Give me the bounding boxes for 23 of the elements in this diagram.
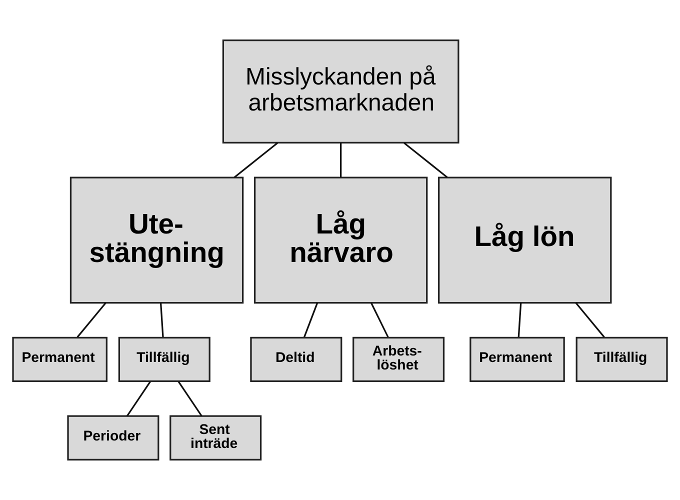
connector [404,142,448,178]
node-box: Permanent [470,336,565,382]
node-box: Permanent [12,336,108,382]
connector [76,302,106,338]
node-box: Ute- stängning [70,176,244,304]
node-box: Misslyckanden på arbetsmarknaden [222,40,460,144]
connector [160,302,164,338]
node-box: Låg närvaro [254,176,428,304]
connector [340,143,342,178]
connector [575,302,605,338]
connector [370,302,389,338]
connector [518,302,522,338]
node-box: Arbets- löshet [352,336,445,382]
node-box: Sent inträde [170,415,262,460]
node-box: Perioder [67,415,160,460]
node-box: Deltid [250,336,342,382]
node-box: Låg lön [438,176,612,304]
node-box: Tillfällig [576,336,668,382]
connector [303,302,318,338]
connector [126,380,152,416]
node-box: Tillfällig [118,336,210,382]
connector [234,142,278,178]
connector [178,380,202,416]
